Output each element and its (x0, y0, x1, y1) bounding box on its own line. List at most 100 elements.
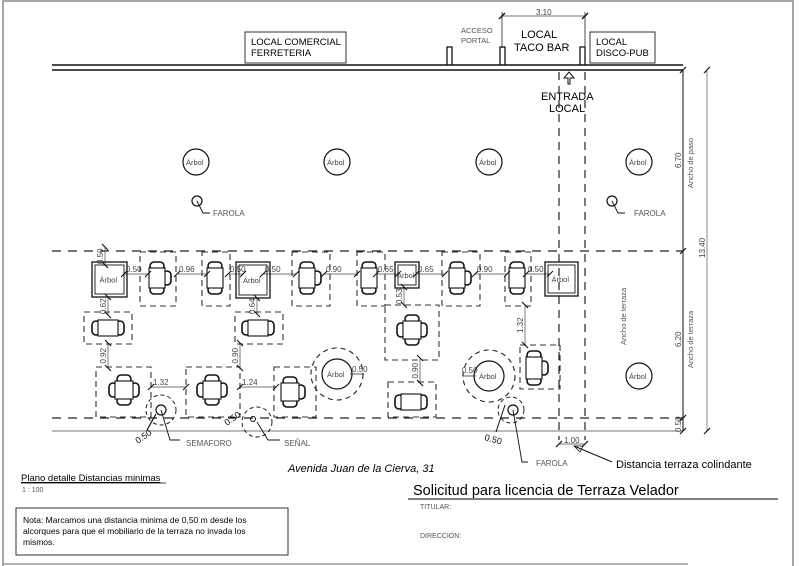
table (280, 382, 300, 402)
farola-label: FAROLA (634, 209, 666, 218)
entrada-arrow-icon (562, 71, 576, 85)
ancho-terraza-value: 6.20 (674, 331, 683, 347)
clearance-box (185, 366, 241, 418)
table (525, 356, 543, 380)
senal-label: SEÑAL (284, 439, 311, 448)
dimension-value: 0.50 (126, 265, 142, 274)
tree-label: Árbol (397, 271, 415, 280)
tree-label: Árbol (629, 158, 647, 167)
farola-clearance: 0.50 (483, 432, 503, 446)
table-set (387, 381, 437, 418)
table-set (185, 366, 241, 418)
table (247, 319, 269, 337)
table (148, 267, 166, 289)
dimension: 0.50 (522, 265, 554, 278)
acceso-portal-line-1: ACCESO (461, 26, 493, 35)
table-set (273, 366, 317, 418)
dimension-value: 0.92 (99, 347, 108, 363)
table-set (519, 344, 561, 390)
tree-label: Árbol (552, 275, 570, 284)
table-set (234, 311, 284, 345)
clearance-box (519, 344, 561, 390)
semaforo-clearance: 0.50 (133, 427, 153, 445)
table (114, 380, 134, 400)
table-set (291, 251, 331, 307)
portal-pillars (446, 46, 586, 65)
dimension-value: 0.50 (265, 265, 281, 274)
table-set (201, 251, 231, 307)
acceso-portal-line-2: PORTAL (461, 36, 490, 45)
dimension: 0.96 (173, 265, 211, 278)
disco-pub-line-2: DISCO-PUB (596, 48, 649, 59)
dimension-value: 0.64 (248, 298, 257, 314)
tree-pit: Árbol (235, 261, 271, 299)
side-dimensions: 6.70 Ancho de paso 13.40 6.20 Ancho de t… (674, 66, 711, 435)
clearance-box (95, 366, 152, 418)
clearance-box (356, 251, 386, 307)
dimension-value: 0.90 (231, 347, 240, 363)
disco-pub-line-1: LOCAL (596, 37, 627, 48)
colindante-label: Distancia terraza colindante (616, 459, 752, 471)
dimension: 0.50 (96, 243, 109, 269)
clearance-box (234, 311, 284, 345)
facade-line (52, 64, 683, 71)
svg-text:mismos.: mismos. (23, 537, 55, 547)
dimension: 1.24 (236, 378, 280, 391)
local-ferreteria-box: LOCAL COMERCIAL FERRETERIA (244, 31, 347, 64)
table (298, 267, 316, 289)
dimension-value: 0.65 (378, 265, 394, 274)
dimension: 0.92 (99, 339, 112, 372)
tree-label: Árbol (327, 370, 345, 379)
tree-upper: Árbol (182, 148, 210, 176)
plan-title: Plano detalle Distancias minimas (21, 473, 161, 484)
clearance-box (139, 251, 177, 307)
title-block-title: Solicitud para licencia de Terraza Velad… (413, 483, 679, 499)
titular-label: TITULAR: (420, 504, 451, 511)
dimension: 0.90 (320, 265, 361, 278)
upper-trees: Árbol Árbol Árbol Árbol (182, 148, 653, 176)
tree-clearance: 0.50 (352, 365, 368, 374)
farola-upper-left: FAROLA (191, 195, 245, 218)
clearance-box (201, 251, 231, 307)
dimension-value: 0.53 (395, 288, 404, 304)
entrada-line-1: ENTRADA (541, 91, 594, 103)
table (400, 393, 422, 411)
tree-label: Árbol (479, 158, 497, 167)
dimension: 1.32 (147, 378, 190, 391)
dimension-value: 0.50 (528, 265, 544, 274)
farola-upper-right: FAROLA (606, 195, 666, 218)
plan-scale: 1 : 100 (22, 487, 44, 494)
svg-text:alcorques para que el mobiliar: alcorques para que el mobiliario de la t… (23, 526, 246, 536)
tree-pit: Árbol (394, 261, 420, 289)
taco-bar-line-2: TACO BAR (514, 42, 569, 54)
tree-upper: Árbol (323, 148, 351, 176)
local-disco-pub-box: LOCAL DISCO-PUB (589, 31, 656, 64)
clearance-box (504, 251, 532, 307)
dimension-value: 1.24 (242, 378, 258, 387)
clearance-box (291, 251, 331, 307)
ancho-terraza-inner-label: Ancho de terraza (619, 287, 628, 345)
dimension: 1.32 (516, 301, 529, 349)
dimension-value: 0.90 (326, 265, 342, 274)
dimension-value: 1.32 (153, 378, 169, 387)
table (402, 320, 422, 340)
colindante-dimension: 1.00 Distancia terraza colindante (555, 436, 752, 471)
dimension: 0.50 (259, 265, 300, 278)
semaforo-label: SEMAFORO (186, 439, 232, 448)
clearance-box (273, 366, 317, 418)
entrada-line-2: LOCAL (549, 103, 585, 115)
dimension-value: 0.62 (99, 298, 108, 314)
ancho-paso-value: 6.70 (674, 152, 683, 168)
table-set (504, 251, 532, 307)
table-set (139, 251, 177, 307)
tree-right-terrace: Árbol (625, 362, 653, 390)
tree-clearance: 0.50 (462, 366, 478, 375)
farola-lower: FAROLA 0.50 (483, 396, 568, 468)
tree-label: Árbol (100, 276, 118, 285)
colindante-value: 1.00 (564, 436, 580, 445)
bordillo-value: 0.50 (674, 416, 683, 432)
senal-clearance: 0.50 (222, 409, 242, 427)
